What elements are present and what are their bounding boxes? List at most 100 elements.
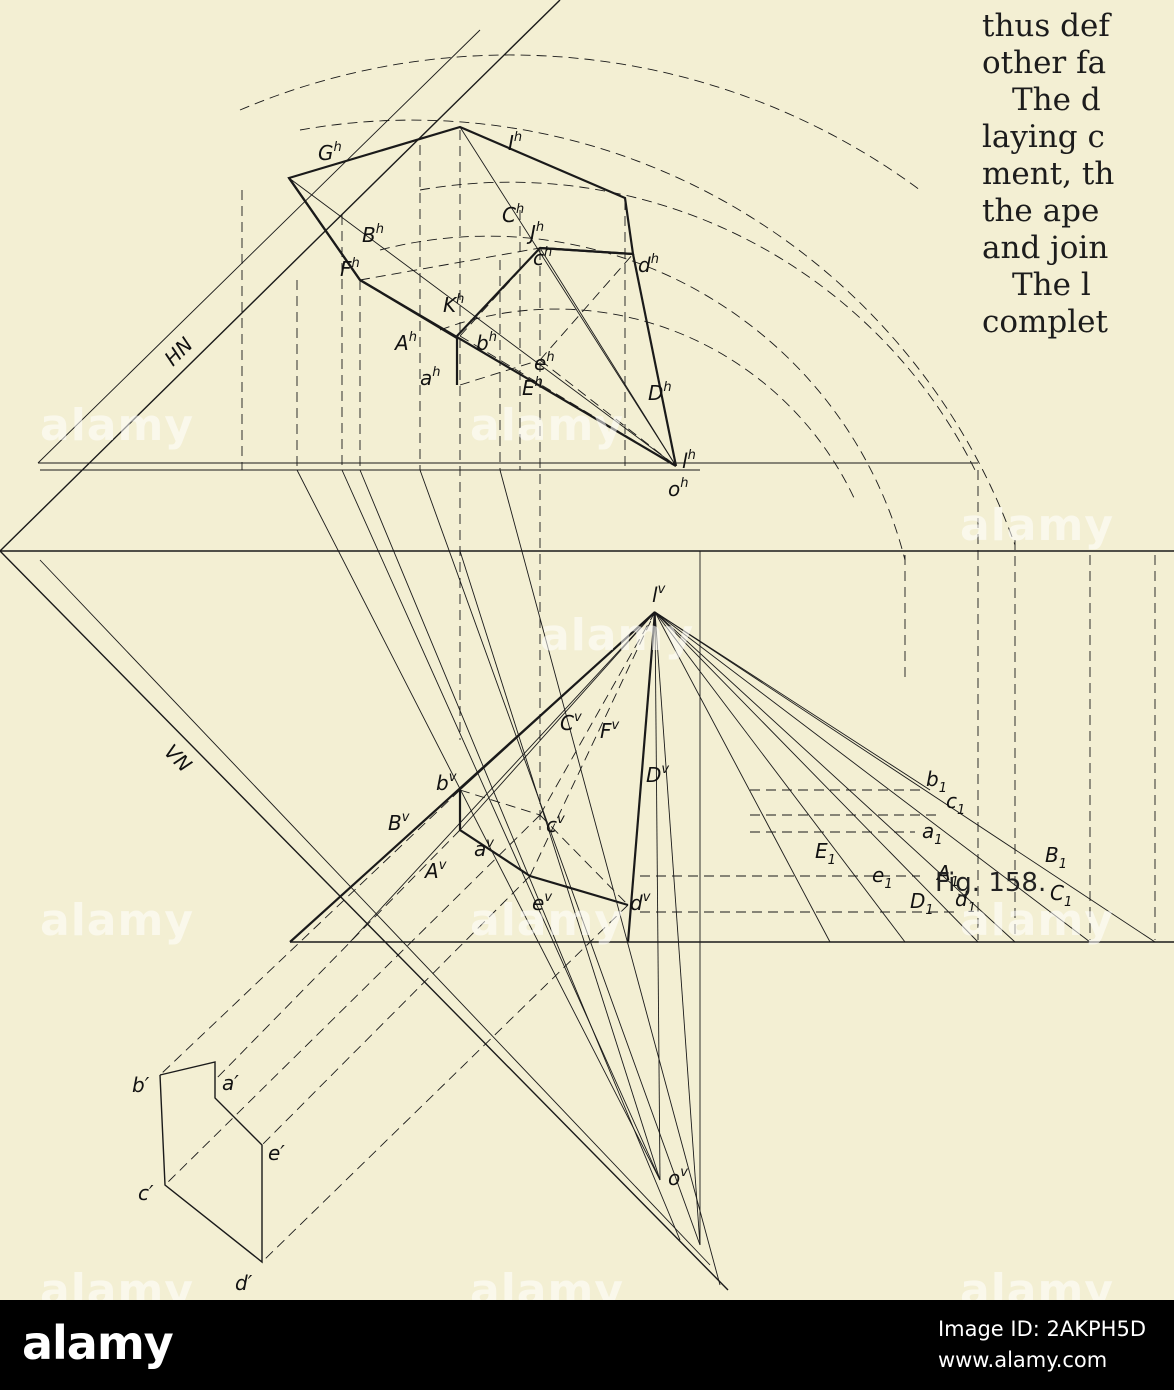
label-ih: Ih	[508, 130, 522, 155]
label-fv: Fv	[600, 718, 620, 743]
alamy-logo: alamy	[22, 1316, 174, 1370]
geometry-drawing: HN VN Gh Ih Bh Fh Ch Jh ch Kh dh bh eh E…	[0, 0, 1174, 1295]
label-ov: ov	[668, 1165, 688, 1190]
figure-plate: HN VN Gh Ih Bh Fh Ch Jh ch Kh dh bh eh E…	[0, 0, 1174, 1316]
label-ah: Ah	[393, 330, 417, 355]
watermark: alamy	[470, 400, 624, 451]
vn-trace	[0, 550, 729, 1291]
point-labels: HN VN Gh Ih Bh Fh Ch Jh ch Kh dh bh eh E…	[132, 130, 1072, 1295]
text-line: The l	[1012, 267, 1091, 303]
elev-axis-2	[654, 611, 661, 1181]
converge-3	[419, 469, 701, 1246]
label-jh: Jh	[526, 220, 544, 245]
watermark: alamy	[40, 400, 194, 451]
elev-ray-base	[349, 611, 656, 943]
hn-trace	[0, 0, 561, 552]
text-line: ment, th	[982, 156, 1115, 192]
text-line: laying c	[982, 119, 1105, 155]
rotation-arc-2	[299, 119, 1016, 546]
oblique-a	[214, 829, 461, 1081]
plan-edge-dh	[631, 253, 678, 467]
label-ch: ch	[533, 245, 552, 270]
book-text-column: thus def other fa The d laying c ment, t…	[982, 8, 1174, 341]
plan-ray-4	[459, 335, 677, 467]
oblique-d	[261, 904, 629, 1263]
label-d1-big: D1	[910, 889, 934, 918]
text-line: complet	[982, 304, 1108, 340]
label-b-prime: b′	[132, 1073, 150, 1097]
fan-line-7	[654, 611, 931, 791]
watermark: alamy	[540, 610, 694, 661]
elev-axis	[654, 611, 701, 1246]
label-dh-big: Dh	[648, 380, 672, 405]
label-bh-small: bh	[476, 330, 497, 355]
label-e-prime: e′	[268, 1141, 285, 1165]
label-fh: Fh	[340, 256, 360, 281]
label-cv-big: Cv	[560, 710, 582, 735]
text-line: other fa	[982, 45, 1107, 81]
label-d-prime: d′	[235, 1271, 253, 1295]
rotation-arc-5	[439, 308, 856, 501]
label-bv: bv	[436, 770, 457, 795]
label-dh: dh	[638, 252, 659, 277]
plan-edge-ah	[359, 279, 677, 467]
fan-line-5	[654, 611, 906, 943]
site-url: www.alamy.com	[937, 1348, 1108, 1372]
text-line: thus def	[982, 8, 1110, 44]
fan-line-3	[654, 611, 1016, 943]
text-line: and join	[982, 230, 1109, 266]
label-a-prime: a′	[222, 1071, 239, 1095]
plan-ray-3	[539, 247, 677, 467]
fan-line-4	[654, 611, 979, 943]
label-c1-big: C1	[1050, 881, 1072, 910]
oblique-c	[164, 814, 541, 1186]
label-av-big: Av	[423, 858, 447, 883]
stock-footer-bar: alamy Image ID: 2AKPH5D www.alamy.com	[0, 1300, 1174, 1390]
rotation-arc-4	[379, 235, 906, 561]
label-kh: Kh	[443, 292, 464, 317]
converge-1	[296, 469, 661, 1181]
plan-ray-5	[539, 359, 677, 467]
figure-caption: Fig. 158.	[935, 868, 1047, 898]
label-lv: lv	[652, 582, 666, 607]
label-gh: Gh	[318, 140, 342, 165]
watermark: alamy	[470, 895, 624, 946]
converge-6	[359, 469, 681, 1241]
elev-ray-b	[459, 611, 656, 791]
elev-ray-a	[459, 611, 656, 831]
label-eh-big: Eh	[522, 375, 543, 400]
plan-ray-2	[459, 126, 677, 467]
elev-hidden-bc	[459, 789, 541, 816]
label-c1: c1	[946, 789, 965, 818]
image-id: Image ID: 2AKPH5D	[937, 1317, 1146, 1341]
label-eh: eh	[534, 350, 555, 375]
watermark: alamy	[960, 500, 1114, 551]
label-bh: Bh	[362, 222, 384, 247]
label-lh: lh	[682, 448, 696, 473]
converge-4	[459, 550, 661, 1181]
plan-hidden-bc	[459, 247, 541, 337]
fan-line-2	[654, 611, 1091, 943]
rotation-arc-1	[239, 54, 921, 191]
label-a1: a1	[922, 819, 943, 848]
true-shape-section	[159, 1061, 263, 1264]
fan-line-1	[654, 611, 1156, 943]
elev-section-outline	[458, 790, 629, 907]
plan-hidden-k	[359, 247, 541, 281]
plan-hidden-ed	[539, 253, 634, 361]
converge-5	[499, 469, 721, 1286]
text-line: the ape	[982, 193, 1100, 229]
vn-trace-parallel	[39, 559, 711, 1266]
label-b1: b1	[926, 767, 947, 796]
fan-line-6	[654, 611, 831, 943]
plan-edge-cd	[539, 246, 634, 256]
plan-ray-1	[288, 177, 677, 467]
label-ch-big: Ch	[502, 202, 524, 227]
text-line: The d	[1012, 82, 1101, 118]
plan-edge-gh-fh	[288, 177, 361, 281]
label-av: av	[474, 836, 494, 861]
rotation-arc-3	[419, 181, 976, 471]
elev-ray-c	[539, 611, 656, 816]
label-e1: e1	[872, 863, 893, 892]
label-ev: ev	[532, 890, 552, 915]
